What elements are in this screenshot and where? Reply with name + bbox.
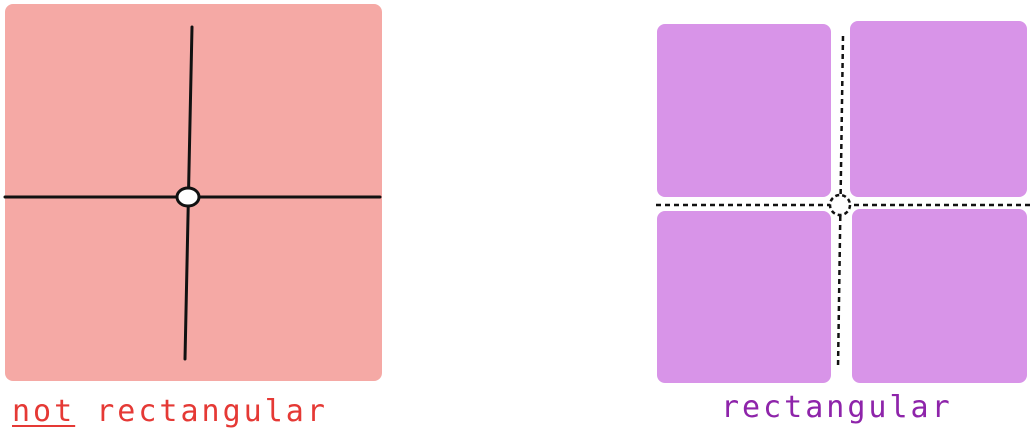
rectangular-label: rectangular — [721, 390, 953, 425]
tile-top-right — [850, 21, 1027, 197]
right-junction-point — [828, 193, 852, 217]
rectangular-word-left: rectangular — [75, 394, 328, 429]
tile-bottom-left — [657, 211, 831, 383]
tile-top-left — [657, 24, 831, 197]
not-word: not — [12, 394, 76, 429]
left-junction-point — [175, 186, 201, 208]
not-rectangular-label: not rectangular — [12, 394, 328, 429]
tile-bottom-right — [852, 209, 1027, 383]
